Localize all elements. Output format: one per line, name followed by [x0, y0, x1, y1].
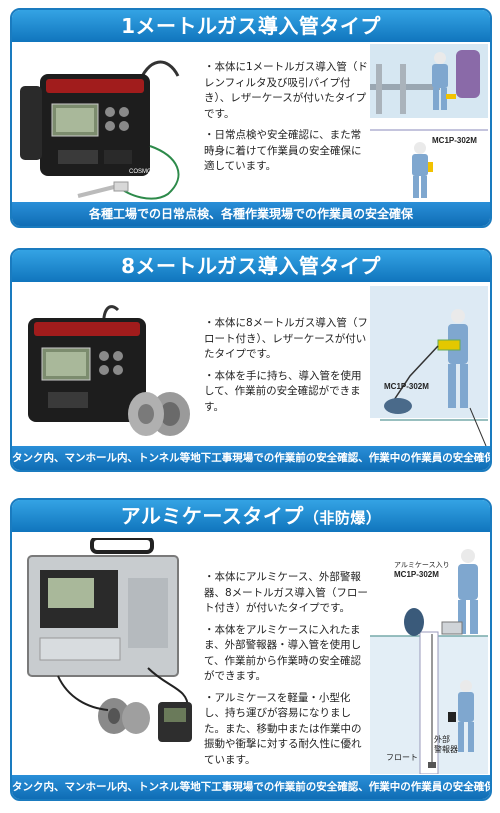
- section-8m-panel: 8メートルガス導入管タイプ ・本体に8メートルガス導入管（フロート付き）、レザー…: [10, 248, 492, 472]
- section-2-description: ・本体に8メートルガス導入管（フロート付き）、レザーケースが付いたタイプです。 …: [204, 316, 368, 421]
- section-1-description: ・本体に1メートルガス導入管（ドレンフィルタ及び吸引パイプ付き）、レザーケースが…: [204, 60, 368, 181]
- section-3-callout-line-1: アルミケース入り: [394, 562, 450, 569]
- section-3-title-sub: （非防爆）: [303, 509, 382, 527]
- section-3-bullet-3: ・アルミケースを軽量・小型化し、持ち運びが容易になりました。また、移動中または作…: [204, 691, 362, 766]
- section-3-bullet-2: ・本体をアルミケースに入れたまま、外部警報器・導入管を使用して、作業前から作業時…: [204, 623, 362, 683]
- float-label: フロート: [386, 753, 418, 762]
- section-1-bullet-2: ・日常点検や安全確認に、また常時身に着けて作業員の安全確保に適しています。: [204, 129, 362, 172]
- section-3-scene-illustration: [370, 536, 488, 774]
- section-1-title: 1メートルガス導入管タイプ: [12, 10, 490, 42]
- device-8m-image: [28, 305, 190, 436]
- section-3-footer: タンク内、マンホール内、トンネル等地下工事現場での作業前の安全確認、作業中の作業…: [12, 775, 490, 799]
- external-alarm-label-line-1: 外部: [434, 735, 450, 744]
- device-aluminum-case-image: [27, 538, 192, 742]
- section-3-title-main: アルミケースタイプ: [120, 504, 304, 528]
- section-1-footer: 各種工場での日常点検、各種作業現場での作業員の安全確保: [12, 202, 490, 226]
- section-2-bullet-1: ・本体に8メートルガス導入管（フロート付き）、レザーケースが付いたタイプです。: [204, 317, 368, 360]
- external-alarm-label-line-2: 警報器: [434, 745, 458, 754]
- section-1-bullet-1: ・本体に1メートルガス導入管（ドレンフィルタ及び吸引パイプ付き）、レザーケースが…: [204, 61, 368, 120]
- device-brand-label: COSMOS: [129, 169, 156, 175]
- section-2-model-callout: MC1P-302M: [384, 382, 429, 391]
- section-1m-panel: 1メートルガス導入管タイプ COSMOS ・本体に1メートルガス導入管（ドレンフ…: [10, 8, 492, 228]
- section-2-bullet-2: ・本体を手に持ち、導入管を使用して、作業前の安全確認ができます。: [204, 369, 362, 413]
- section-1-model-callout: MC1P-302M: [432, 136, 477, 145]
- section-3-title: アルミケースタイプ（非防爆）: [12, 500, 490, 532]
- section-3-description: ・本体にアルミケース、外部警報器、8メートルガス導入管（フロート付き）が付いたタ…: [204, 570, 368, 774]
- section-2-title: 8メートルガス導入管タイプ: [12, 250, 490, 282]
- section-aluminum-panel: アルミケースタイプ（非防爆） ・本体にアルミケース、外部警報器、8メートルガス導…: [10, 498, 492, 801]
- section-3-bullet-1: ・本体にアルミケース、外部警報器、8メートルガス導入管（フロート付き）が付いたタ…: [204, 571, 368, 614]
- section-1-scene-illustration: [370, 44, 488, 204]
- section-3-callout-line-2: MC1P-302M: [394, 570, 439, 579]
- section-2-footer: タンク内、マンホール内、トンネル等地下工事現場での作業前の安全確認、作業中の作業…: [12, 446, 490, 470]
- section-2-scene-illustration: [370, 286, 488, 446]
- device-1m-image: [20, 60, 180, 200]
